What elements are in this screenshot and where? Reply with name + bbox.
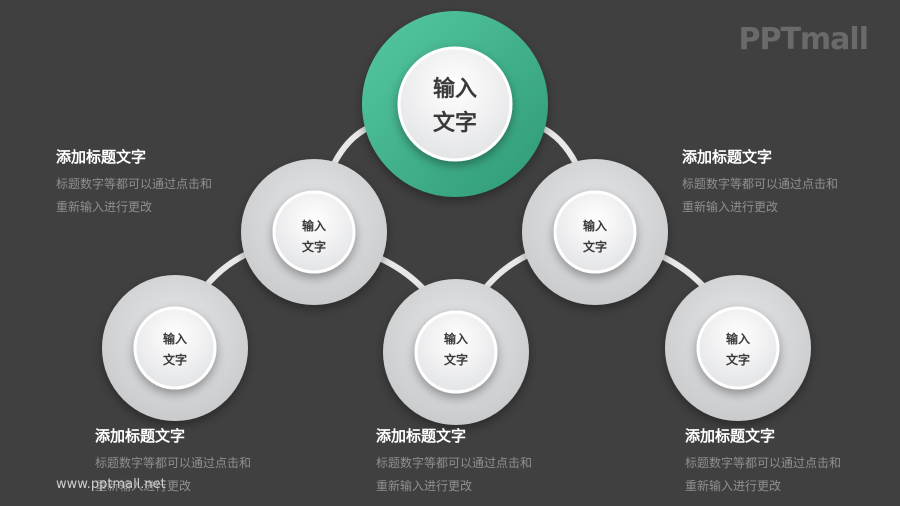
- node-bottom-left: 输入 文字: [102, 275, 248, 421]
- textblock-top-left: 添加标题文字 标题数字等都可以通过点击和 重新输入进行更改: [56, 147, 246, 219]
- node-bottom-left-line2: 文字: [163, 352, 187, 367]
- node-bottom-right-line1: 输入: [726, 331, 750, 346]
- textblock-desc-line2: 重新输入进行更改: [95, 479, 192, 493]
- node-mid-right-inner-circle: [553, 190, 637, 274]
- textblock-desc-line2: 重新输入进行更改: [682, 200, 779, 214]
- textblock-desc-line1: 标题数字等都可以通过点击和: [376, 456, 533, 470]
- textblock-desc: 标题数字等都可以通过点击和 重新输入进行更改: [376, 452, 566, 498]
- node-mid-left: 输入 文字: [241, 159, 387, 305]
- node-mid-right-line2: 文字: [583, 239, 607, 254]
- textblock-title: 添加标题文字: [376, 427, 467, 445]
- textblock-title: 添加标题文字: [95, 427, 186, 445]
- node-mid-left-line1: 输入: [302, 218, 326, 233]
- node-mid-right-line1: 输入: [583, 218, 607, 233]
- textblock-desc: 标题数字等都可以通过点击和 重新输入进行更改: [682, 173, 872, 219]
- textblock-title: 添加标题文字: [682, 148, 773, 166]
- textblock-title: 添加标题文字: [56, 148, 147, 166]
- node-mid-right: 输入 文字: [522, 159, 668, 305]
- textblock-desc-line1: 标题数字等都可以通过点击和: [685, 456, 842, 470]
- textblock-bottom-right: 添加标题文字 标题数字等都可以通过点击和 重新输入进行更改: [685, 426, 875, 498]
- watermark-url: www.pptmall.net: [56, 477, 166, 492]
- textblock-desc-line2: 重新输入进行更改: [376, 479, 473, 493]
- node-bottom-left-inner-circle: [133, 306, 217, 390]
- textblock-bottom-left: 添加标题文字 标题数字等都可以通过点击和 重新输入进行更改: [95, 426, 285, 498]
- textblock-desc-line1: 标题数字等都可以通过点击和: [95, 456, 252, 470]
- node-bottom-mid-inner-circle: [414, 310, 498, 394]
- node-bottom-right-inner-circle: [696, 306, 780, 390]
- pptmall-logo: PPTmall: [738, 22, 869, 57]
- node-bottom-mid: 输入 文字: [383, 279, 529, 425]
- node-top-line2: 文字: [433, 110, 477, 136]
- textblock-desc: 标题数字等都可以通过点击和 重新输入进行更改: [95, 452, 285, 498]
- node-bottom-left-line1: 输入: [163, 331, 187, 346]
- textblock-desc: 标题数字等都可以通过点击和 重新输入进行更改: [56, 173, 246, 219]
- textblock-desc-line2: 重新输入进行更改: [685, 479, 782, 493]
- textblock-bottom-mid: 添加标题文字 标题数字等都可以通过点击和 重新输入进行更改: [376, 426, 566, 498]
- textblock-desc-line2: 重新输入进行更改: [56, 200, 153, 214]
- node-mid-left-line2: 文字: [302, 239, 326, 254]
- textblock-desc-line1: 标题数字等都可以通过点击和: [56, 177, 213, 191]
- node-bottom-mid-line2: 文字: [444, 352, 468, 367]
- node-bottom-right: 输入 文字: [665, 275, 811, 421]
- textblock-title: 添加标题文字: [685, 427, 776, 445]
- node-top-line1: 输入: [433, 76, 477, 102]
- node-top-inner-circle: [397, 46, 513, 162]
- node-bottom-mid-line1: 输入: [444, 331, 468, 346]
- textblock-desc: 标题数字等都可以通过点击和 重新输入进行更改: [685, 452, 875, 498]
- node-bottom-right-line2: 文字: [726, 352, 750, 367]
- node-top: 输入 文字: [362, 11, 548, 197]
- node-mid-left-inner-circle: [272, 190, 356, 274]
- textblock-desc-line1: 标题数字等都可以通过点击和: [682, 177, 839, 191]
- textblock-top-right: 添加标题文字 标题数字等都可以通过点击和 重新输入进行更改: [682, 147, 872, 219]
